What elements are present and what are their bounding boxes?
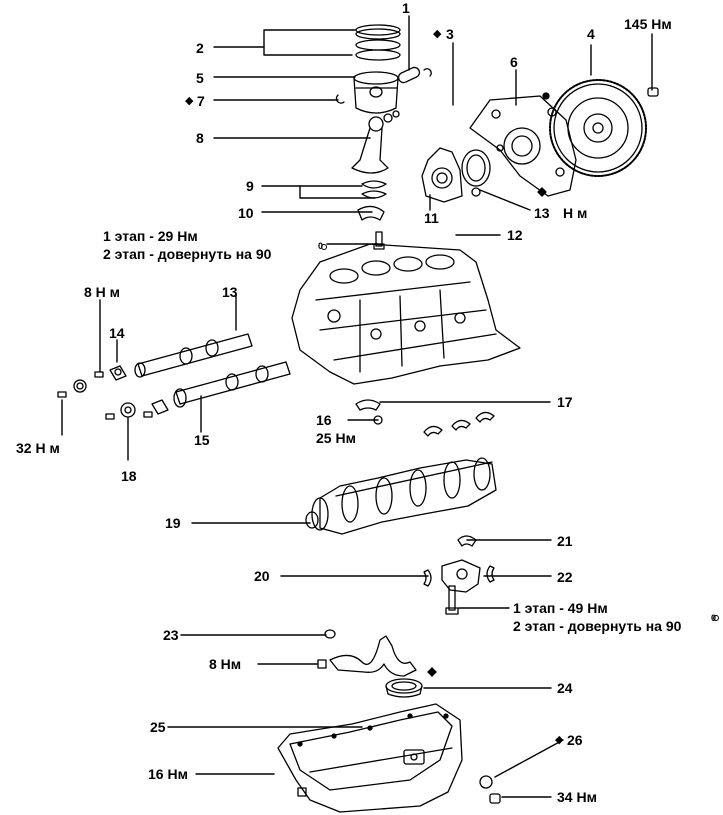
shaft-caps (57, 365, 169, 420)
upper-main-bearings (423, 411, 495, 437)
callout-13-upper: 13 (534, 205, 550, 221)
main-torque-step1: 1 этап - 49 Нм (513, 600, 608, 616)
callout-2: 2 (196, 40, 204, 56)
main-cap-bolt (445, 585, 459, 615)
main-torque-step2: 2 этап - довернуть на 90 (513, 618, 682, 634)
callout-21: 21 (557, 533, 573, 549)
callout-15: 15 (194, 432, 210, 448)
leader-lines (61, 15, 653, 798)
callout-14: 14 (109, 325, 125, 341)
torque-25: 25 Нм (316, 430, 356, 446)
torque-13-upper: Н м (563, 205, 588, 221)
torque-145: 145 Нм (624, 16, 672, 32)
callout-12: 12 (507, 227, 523, 243)
piston-rings (355, 24, 401, 61)
rod-degree: 0 (318, 241, 324, 251)
callout-26: 26 (567, 732, 583, 748)
flywheel (549, 79, 647, 177)
rod-torque-step2: 2 этап - довернуть на 90 (103, 246, 272, 262)
callout-4: 4 (587, 26, 595, 42)
callout-16-upper: 16 (316, 412, 332, 428)
callout-10: 10 (238, 205, 254, 221)
callout-17: 17 (557, 394, 573, 410)
callout-13-lower: 13 (222, 284, 238, 300)
callout-22: 22 (557, 569, 573, 585)
callout-9: 9 (246, 178, 254, 194)
piston (353, 71, 399, 114)
drain-plug (479, 775, 501, 804)
main-degree: 0 (711, 613, 717, 623)
callout-11: 11 (424, 210, 439, 226)
rear-oil-seal-retainer (421, 147, 463, 203)
torque-32: 32 Н м (16, 440, 60, 456)
balance-shaft-15 (173, 361, 291, 408)
callout-18: 18 (121, 468, 137, 484)
main-bearing-cap (423, 535, 495, 593)
torque-34: 34 Нм (557, 789, 597, 805)
crankshaft (305, 457, 497, 535)
diamond-marker-end-plate (537, 187, 547, 197)
rod-torque-step1: 1 этап - 29 Нм (103, 228, 198, 244)
callout-7: 7 (197, 93, 205, 109)
callout-6: 6 (510, 54, 518, 70)
callout-23: 23 (163, 627, 179, 643)
diamond-3: ◆ (433, 28, 442, 40)
callout-5: 5 (196, 70, 204, 86)
oil-jet (355, 399, 383, 425)
callout-20: 20 (254, 568, 270, 584)
rod-cap-bolt (373, 231, 385, 250)
end-plate (469, 92, 577, 197)
balance-shaft-13 (134, 333, 253, 378)
oil-pan (277, 703, 463, 813)
piston-pin (335, 66, 432, 104)
callout-24: 24 (557, 680, 573, 696)
rod-bearings (357, 180, 387, 221)
torque-16-lower: 16 Нм (148, 766, 188, 782)
diamond-7: ◆ (185, 95, 194, 107)
oil-strainer (317, 635, 437, 698)
callout-25: 25 (150, 719, 166, 735)
oil-seal (461, 149, 491, 197)
callout-1: 1 (402, 0, 410, 16)
connecting-rod (351, 110, 400, 174)
degree-markers (321, 244, 719, 621)
torque-8-upper: 8 Н м (84, 284, 121, 300)
callout-8: 8 (196, 130, 204, 146)
oil-strainer-gasket (324, 629, 336, 639)
diamond-26: ◆ (555, 734, 564, 746)
callout-19: 19 (165, 515, 181, 531)
cylinder-block (291, 243, 521, 385)
flywheel-bolt (647, 87, 659, 97)
callout-3: 3 (446, 26, 454, 42)
torque-8-lower: 8 Нм (209, 656, 242, 672)
